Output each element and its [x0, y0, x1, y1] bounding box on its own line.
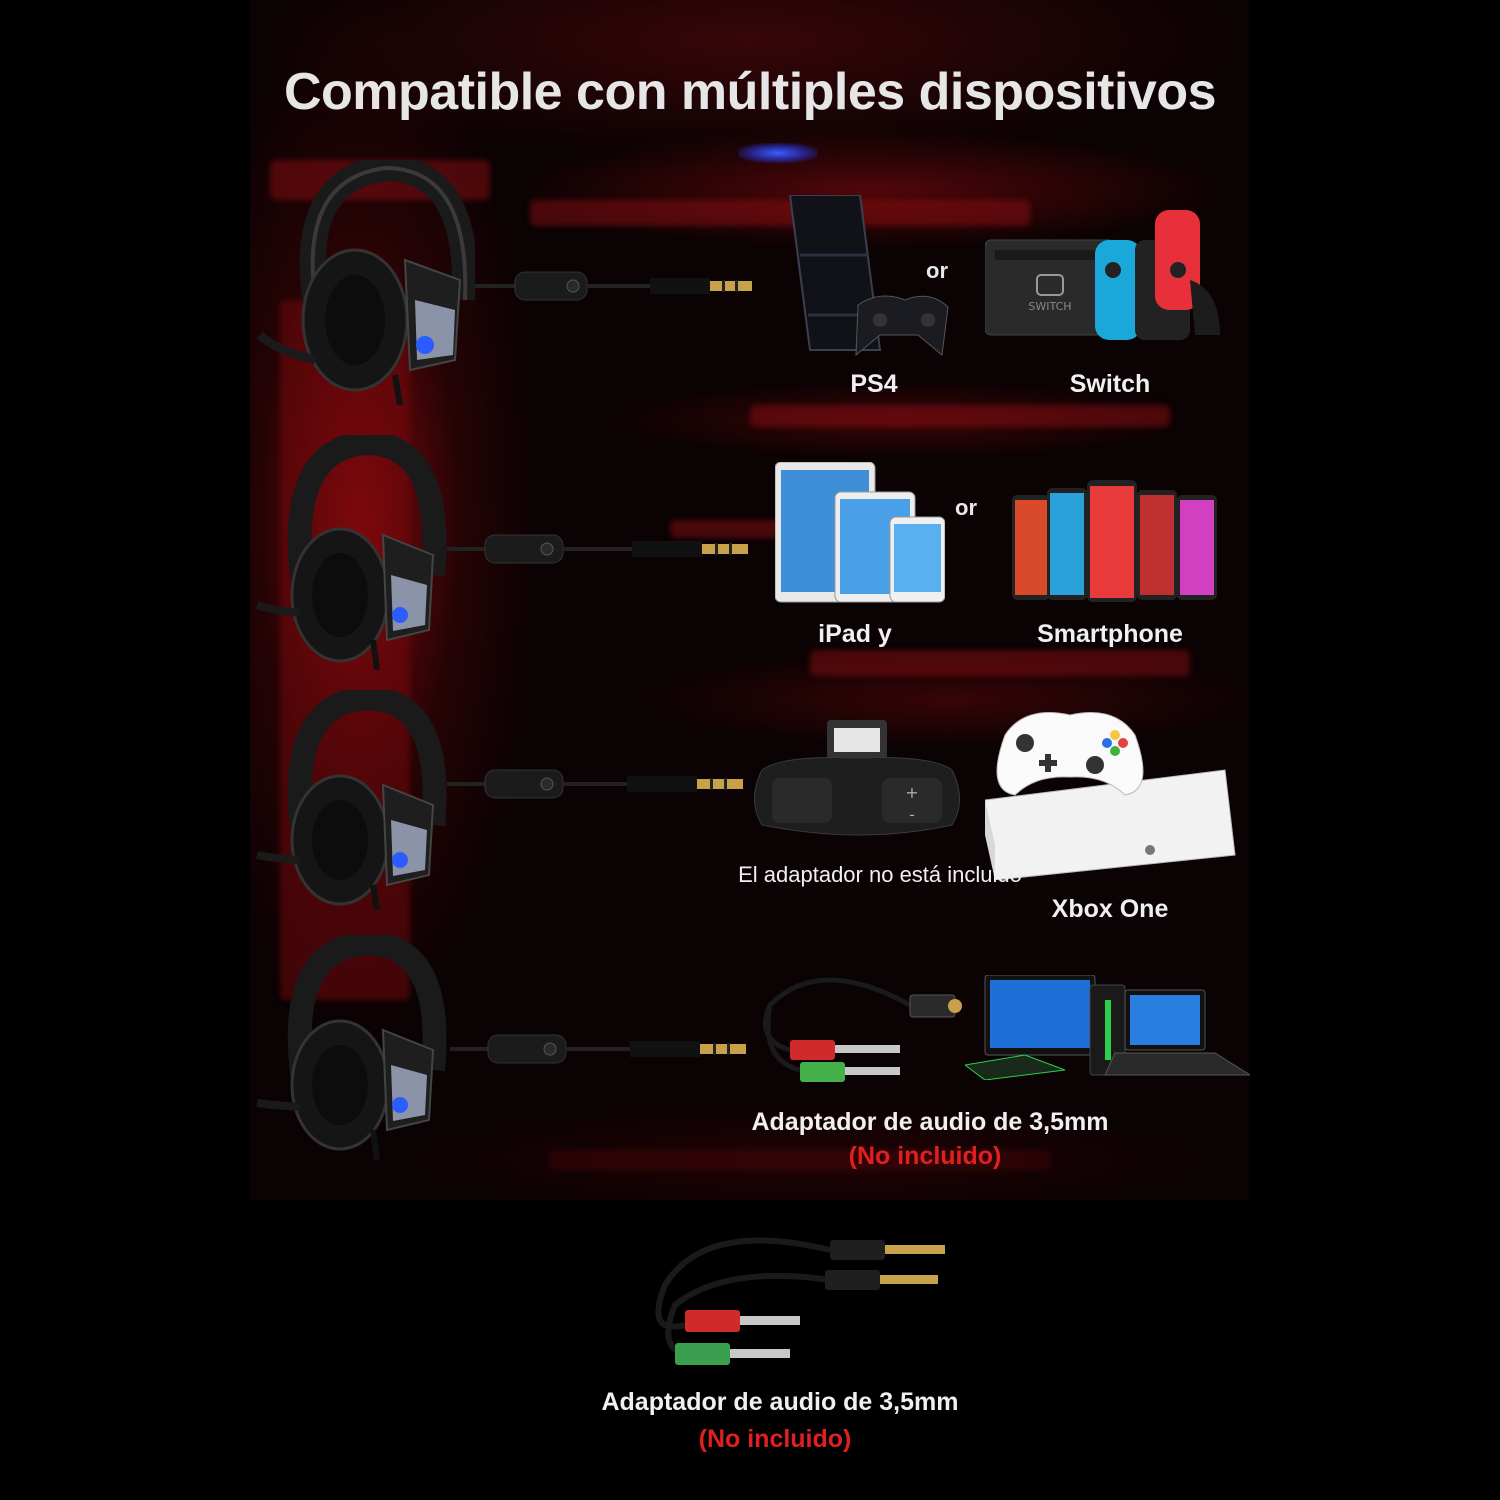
cable-icon — [447, 760, 747, 810]
bottom-not-included-note: (No incluido) — [698, 1425, 852, 1453]
ipad-label: iPad y — [818, 620, 892, 648]
headset-icon — [255, 160, 475, 405]
svg-text:SWITCH: SWITCH — [1028, 300, 1071, 313]
splitter-cable-icon — [645, 1225, 955, 1385]
svg-text:+: + — [905, 783, 918, 802]
splitter-cable-icon — [760, 965, 970, 1095]
ps4-label: PS4 — [850, 370, 898, 398]
cable-icon — [475, 258, 755, 308]
not-included-note: (No incluido) — [848, 1142, 1002, 1170]
cable-icon — [450, 1025, 750, 1075]
headset-icon — [255, 690, 455, 910]
pc-laptop-icon — [965, 975, 1250, 1080]
xbox-one-label: Xbox One — [1051, 895, 1169, 923]
headset-icon — [255, 935, 455, 1160]
audio-adapter-label: Adaptador de audio de 3,5mm — [751, 1108, 1109, 1136]
xbox-adapter-icon: + - — [752, 720, 967, 840]
blue-led-light — [738, 143, 818, 163]
adapter-not-included-label: El adaptador no está incluido — [738, 862, 1022, 887]
headset-icon — [255, 435, 455, 670]
smartphone-label: Smartphone — [1037, 620, 1183, 648]
smartphones-icon — [1012, 480, 1217, 605]
svg-text:-: - — [909, 805, 915, 824]
switch-console-icon: SWITCH — [985, 210, 1225, 340]
cable-icon — [447, 525, 752, 575]
switch-label: Switch — [1069, 370, 1151, 398]
ps4-console-icon — [780, 195, 950, 360]
or-label: or — [926, 258, 948, 283]
page-title: Compatible con múltiples dispositivos — [283, 63, 1217, 121]
bottom-audio-adapter-label: Adaptador de audio de 3,5mm — [601, 1388, 959, 1416]
ipad-icon — [775, 462, 945, 607]
or-label: or — [955, 495, 977, 520]
xbox-one-icon — [985, 705, 1240, 880]
